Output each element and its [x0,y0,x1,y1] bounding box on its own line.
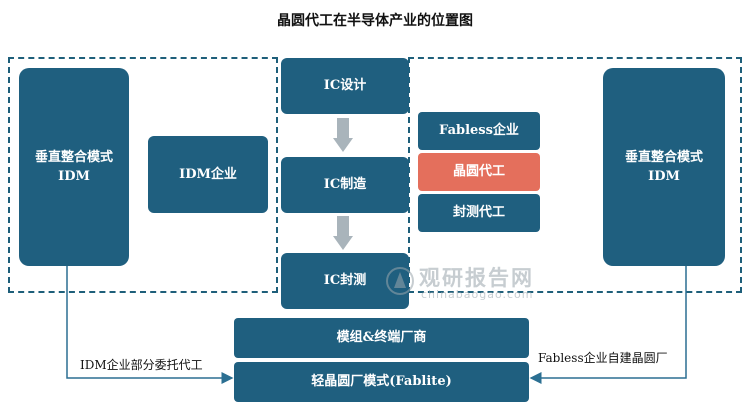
module-terminal-label: 模组&终端厂商 [336,330,427,346]
diagram-title: 晶圆代工在半导体产业的位置图 [277,13,473,29]
left-idm-box: 垂直整合模式 IDM [19,68,129,266]
ic-design-label: IC设计 [323,78,367,94]
down-arrow-icon [333,118,353,152]
right-idm-box: 垂直整合模式 IDM [603,68,725,266]
right-note: Fabless企业自建晶圆厂 [538,351,668,365]
down-arrow-icon [333,216,353,250]
fablite-box: 轻晶圆厂模式(Fablite) [234,362,529,402]
right-connector-line [529,266,687,384]
fabless-company-box: Fabless企业 [418,112,540,150]
fabless-company-label: Fabless企业 [439,123,519,139]
osat-box: 封测代工 [418,194,540,232]
right-dashed-frame [408,57,742,293]
right-idm-label: 垂直整合模式 IDM [624,149,703,185]
module-terminal-box: 模组&终端厂商 [234,318,529,358]
ic-manufacturing-box: IC制造 [281,157,409,213]
watermark-url: chinabaogao.com [421,288,534,301]
osat-label: 封测代工 [452,205,505,221]
foundry-label: 晶圆代工 [452,164,505,180]
left-dashed-frame [8,57,278,293]
foundry-box: 晶圆代工 [418,153,540,191]
ic-packaging-label: IC封测 [323,273,367,289]
left-idm-label: 垂直整合模式 IDM [34,149,113,185]
fablite-label: 轻晶圆厂模式(Fablite) [311,374,452,390]
left-note: IDM企业部分委托代工 [80,358,203,372]
ic-manufacturing-label: IC制造 [323,177,367,193]
watermark-text: 观研报告网 [419,266,534,290]
idm-company-box: IDM企业 [148,136,268,213]
left-connector-line [66,266,234,384]
watermark-logo-icon [386,267,414,295]
ic-design-box: IC设计 [281,58,409,114]
idm-company-label: IDM企业 [179,166,237,182]
